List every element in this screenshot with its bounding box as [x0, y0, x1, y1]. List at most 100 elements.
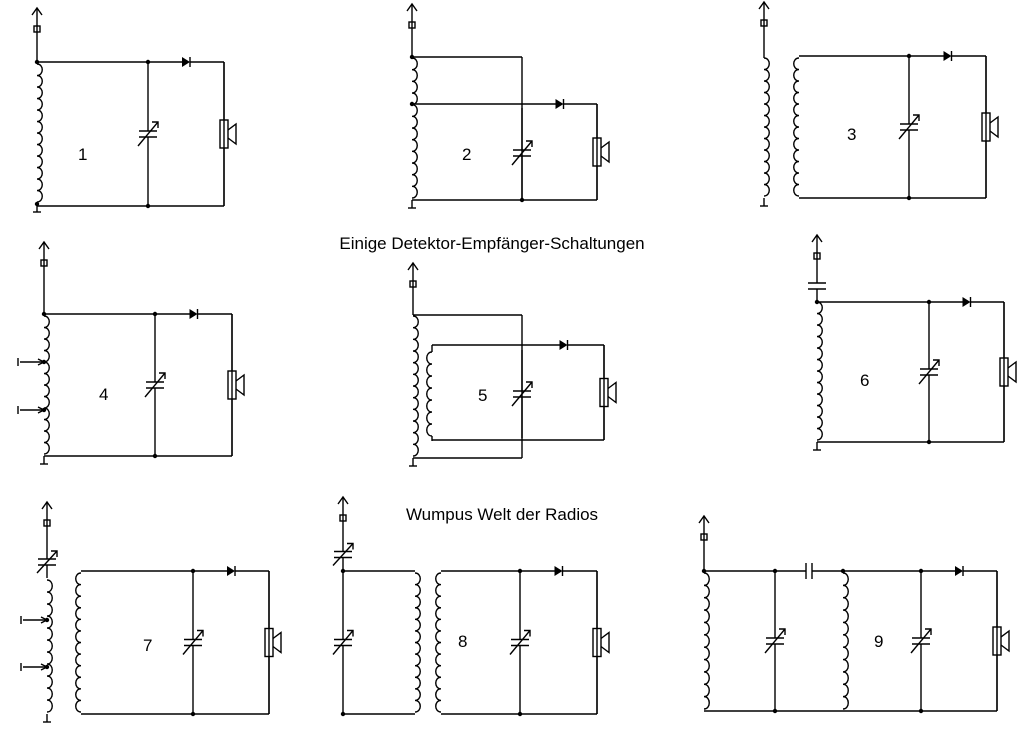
wire	[989, 115, 999, 139]
headphone	[599, 377, 609, 408]
circuit-9: 9	[698, 514, 1010, 714]
wire	[152, 121, 159, 128]
antenna-terminal	[700, 533, 708, 541]
circuit-1-label: 1	[78, 145, 87, 164]
wire	[407, 261, 419, 271]
wire	[1007, 360, 1017, 384]
wire	[913, 114, 920, 121]
wire	[337, 495, 349, 505]
wire	[511, 140, 533, 166]
inductor-coil	[36, 63, 43, 203]
inductor-coil	[435, 572, 442, 713]
wire	[332, 543, 354, 566]
wire	[925, 628, 932, 635]
inductor-coil	[842, 572, 849, 710]
inductor-coil	[426, 351, 433, 437]
inductor-coil	[793, 57, 800, 197]
headphone	[592, 627, 602, 658]
wire	[524, 629, 531, 637]
circuit-4: 4	[17, 240, 245, 465]
wire	[137, 121, 159, 147]
junction-dot	[44, 664, 50, 670]
diode	[555, 99, 564, 109]
inductor-coil	[816, 301, 823, 441]
wire	[347, 542, 354, 550]
diode	[189, 309, 198, 319]
wire	[698, 514, 710, 524]
headphone	[981, 112, 991, 142]
circuit-4-label: 4	[99, 385, 108, 404]
circuit-7-label: 7	[143, 636, 152, 655]
wire	[197, 629, 204, 637]
wire	[38, 240, 50, 250]
circuit-9-label: 9	[874, 632, 883, 651]
wire	[332, 630, 354, 655]
wire	[1000, 629, 1010, 653]
wire	[933, 359, 940, 366]
wire	[511, 381, 533, 407]
diode	[962, 297, 971, 307]
sheet-title: Einige Detektor-Empfänger-Schaltungen	[339, 234, 644, 253]
antenna-terminal	[339, 514, 347, 522]
circuit-3-label: 3	[847, 125, 856, 144]
circuit-8: 8	[332, 495, 610, 717]
wire	[41, 500, 53, 510]
wire	[758, 0, 770, 10]
inductor-coil	[703, 572, 710, 710]
junction-dot	[772, 708, 778, 714]
inductor-coil	[414, 572, 421, 713]
wire	[272, 631, 282, 654]
wire	[526, 140, 533, 147]
diode	[554, 566, 563, 576]
headphone	[592, 137, 602, 167]
headphone	[219, 119, 229, 149]
circuit-5-label: 5	[478, 386, 487, 405]
wire	[144, 372, 166, 398]
circuit-6-label: 6	[860, 371, 869, 390]
circuit-5: 5	[407, 261, 617, 467]
headphone	[264, 627, 274, 658]
circuit-2: 2	[406, 2, 610, 209]
antenna-terminal	[409, 280, 417, 288]
wire	[811, 233, 823, 243]
headphone	[227, 370, 237, 400]
diode	[943, 51, 952, 61]
wire	[235, 373, 245, 397]
antenna-terminal	[33, 25, 41, 33]
wire	[910, 628, 932, 654]
antenna-terminal	[813, 252, 821, 260]
diode	[559, 340, 568, 350]
wire	[227, 122, 237, 146]
circuit-1: 1	[31, 6, 237, 213]
diode	[955, 566, 963, 576]
circuit-7: 7	[20, 500, 282, 723]
headphone	[999, 357, 1009, 387]
wire	[406, 2, 418, 12]
circuit-3: 3	[758, 0, 999, 207]
antenna-terminal	[43, 519, 51, 527]
inductor-coil	[412, 315, 419, 457]
antenna-terminal	[40, 259, 48, 267]
wire	[526, 381, 533, 388]
wire	[918, 359, 940, 385]
antenna-terminal	[408, 21, 416, 29]
wire	[898, 114, 920, 140]
wire	[36, 550, 58, 574]
wire	[31, 6, 43, 16]
junction-dot	[44, 617, 50, 623]
circuit-2-label: 2	[462, 145, 471, 164]
circuit-6: 6	[808, 233, 1017, 451]
antenna-terminal	[760, 19, 768, 27]
inductor-coil	[763, 57, 770, 197]
sheet-subtitle: Wumpus Welt der Radios	[406, 505, 598, 524]
wire	[764, 628, 786, 654]
inductor-coil	[411, 57, 418, 199]
wire	[600, 140, 610, 164]
diode	[227, 566, 235, 576]
inductor-coil	[75, 572, 82, 713]
inductor-coil	[43, 315, 50, 455]
junction-dot	[41, 407, 47, 413]
wire	[779, 628, 786, 635]
